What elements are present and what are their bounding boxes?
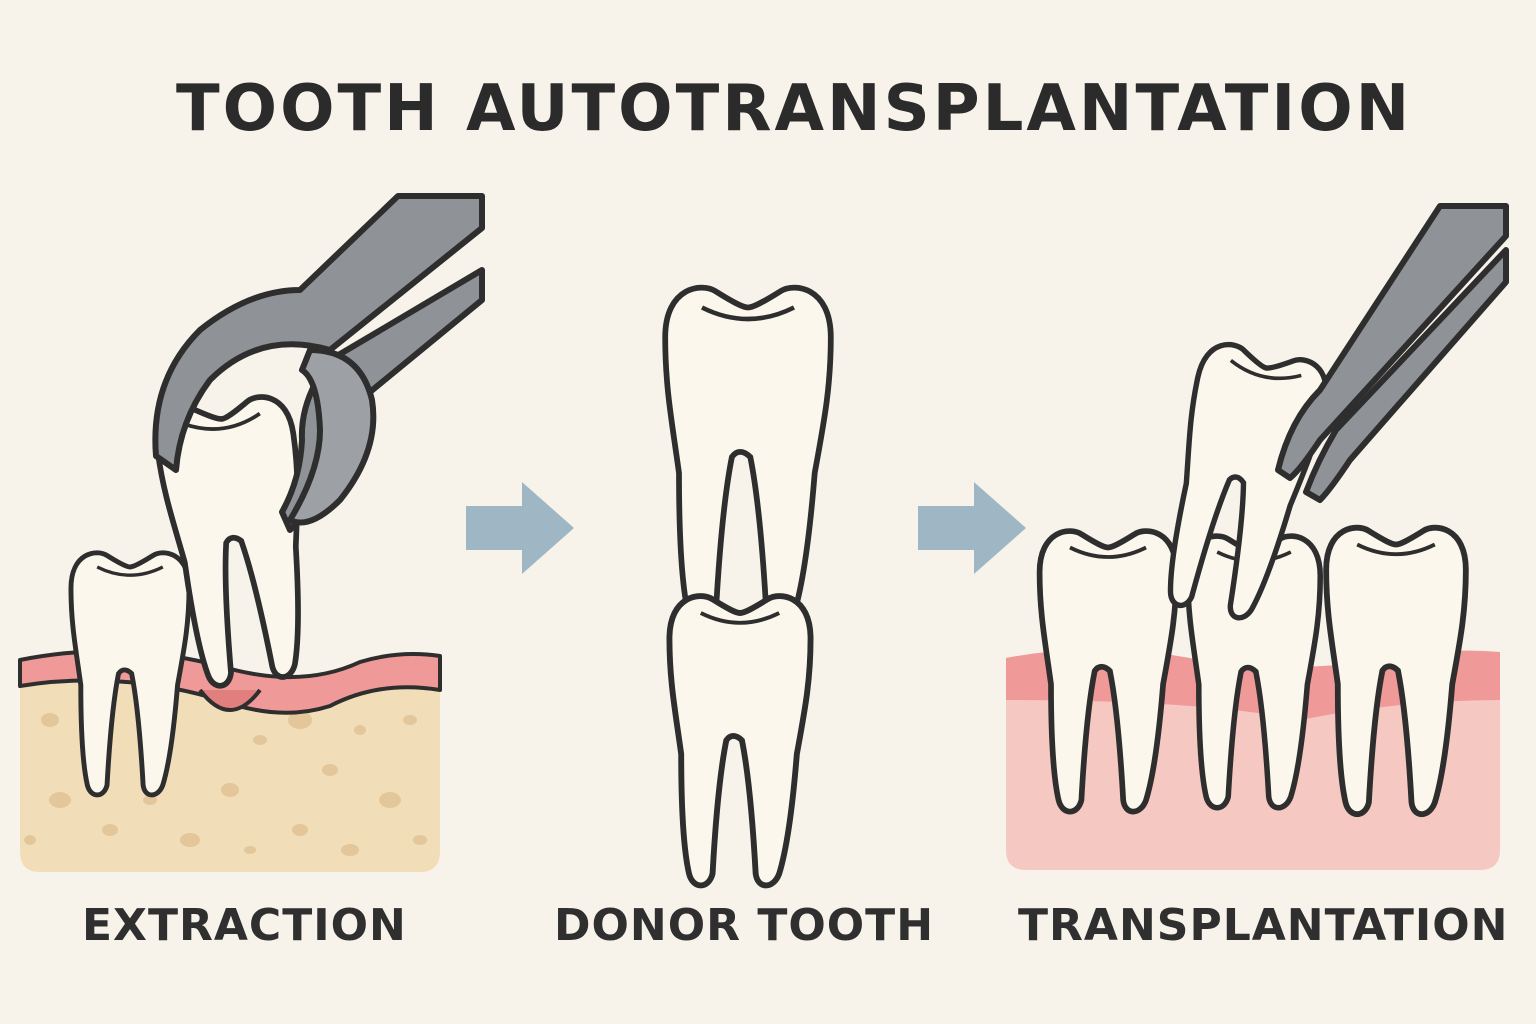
- extracted-tooth: [152, 393, 327, 690]
- transplanted-tooth: [1151, 339, 1333, 626]
- forceps-icon: [152, 193, 485, 533]
- donor-tooth-panel: [665, 288, 831, 886]
- step-label-donor-tooth: DONOR TOOTH: [554, 900, 935, 951]
- transplantation-panel: [1006, 203, 1509, 870]
- step-label-transplantation: TRANSPLANTATION: [1018, 900, 1509, 951]
- step-label-extraction: EXTRACTION: [82, 900, 407, 951]
- donor-tooth-lower: [669, 596, 810, 885]
- arrow-icon: [918, 482, 1026, 574]
- tooth-socket: [198, 688, 262, 712]
- diagram-title: TOOTH AUTOTRANSPLANTATION: [176, 72, 1413, 146]
- arrow-icon: [466, 482, 574, 574]
- tweezers-icon: [1275, 203, 1509, 503]
- neighbor-tooth: [1040, 531, 1177, 812]
- donor-tooth-upper: [665, 288, 831, 628]
- extraction-panel: [18, 193, 485, 872]
- remaining-tooth: [71, 553, 189, 795]
- bone-texture: [24, 711, 427, 856]
- neighbor-tooth: [1326, 528, 1466, 814]
- jaw-bone: [20, 672, 440, 872]
